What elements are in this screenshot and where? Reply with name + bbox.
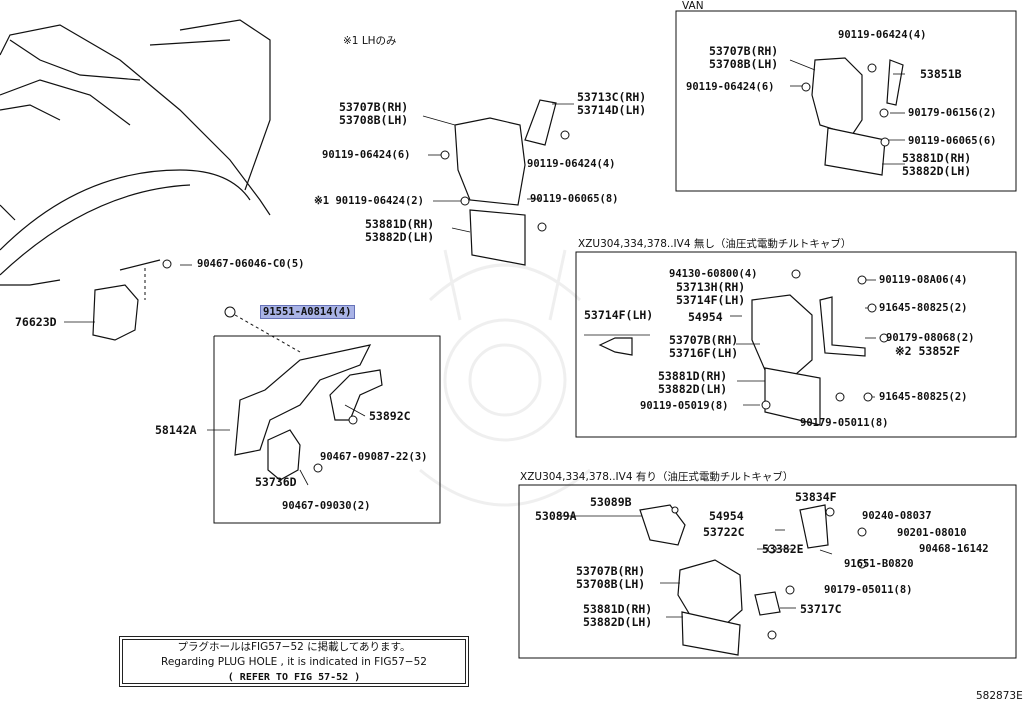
figure-code: 582873E bbox=[976, 690, 1023, 702]
part-label[interactable]: 90119-05019(8) bbox=[640, 400, 729, 412]
bracket-53736d bbox=[267, 429, 301, 481]
bracket-53714f bbox=[598, 337, 633, 356]
part-label[interactable]: 53708B(LH) bbox=[576, 577, 646, 591]
part-label[interactable]: 90179-05011(8) bbox=[800, 417, 889, 429]
mudflap-middle bbox=[469, 209, 526, 266]
notice-line-jp: プラグホールはFIG57−52 に掲載してあります。 bbox=[177, 641, 411, 653]
part-label[interactable]: 53708B(LH) bbox=[339, 113, 409, 127]
part-label[interactable]: 53881D(RH) bbox=[583, 602, 653, 616]
part-label[interactable]: 53707B(RH) bbox=[709, 44, 779, 58]
mudflap-with-tilt bbox=[681, 611, 741, 656]
lh-only-note: ※1 LHのみ bbox=[343, 35, 397, 47]
part-label[interactable]: 53707B(RH) bbox=[576, 564, 646, 578]
fasteners bbox=[162, 63, 890, 640]
part-label[interactable]: 91645-80825(2) bbox=[879, 302, 968, 314]
part-label[interactable]: 91651-B0820 bbox=[844, 558, 914, 570]
section-title-no-tilt: XZU304,334,378..IV4 無し（油圧式電動チルトキャブ） bbox=[578, 238, 852, 250]
mudflap-no-tilt bbox=[764, 367, 821, 426]
part-label[interactable]: 90201-08010 bbox=[897, 527, 967, 539]
part-label[interactable]: 90179-06156(2) bbox=[908, 107, 997, 119]
part-label[interactable]: 53382E bbox=[762, 542, 804, 556]
part-label[interactable]: 53851B bbox=[920, 67, 962, 81]
splash-shield-with-tilt bbox=[677, 559, 743, 626]
mudguard-76623d bbox=[92, 284, 139, 341]
plug-hole-notice: プラグホールはFIG57−52 に掲載してあります。 Regarding PLU… bbox=[119, 636, 469, 687]
part-label[interactable]: 58142A bbox=[155, 423, 197, 437]
mudflap-van bbox=[824, 127, 886, 176]
no-tilt-box bbox=[575, 251, 1017, 438]
part-label[interactable]: 53714F(LH) bbox=[584, 308, 654, 322]
part-label[interactable]: 53882D(LH) bbox=[902, 164, 972, 178]
bolt-91551 bbox=[224, 306, 236, 318]
part-label[interactable]: 53834F bbox=[795, 490, 837, 504]
part-label[interactable]: 53714F(LH) bbox=[676, 293, 746, 307]
part-label[interactable]: 53717C bbox=[800, 602, 842, 616]
with-tilt-box bbox=[518, 484, 1017, 659]
part-label[interactable]: 53892C bbox=[369, 409, 411, 423]
part-label[interactable]: 90179-05011(8) bbox=[824, 584, 913, 596]
splash-shield-middle bbox=[454, 117, 526, 206]
part-label[interactable]: 53089B bbox=[590, 495, 632, 509]
part-label[interactable]: 76623D bbox=[15, 315, 57, 329]
part-label[interactable]: 53882D(LH) bbox=[365, 230, 435, 244]
part-label[interactable]: ※1 90119-06424(2) bbox=[314, 195, 424, 207]
part-label[interactable]: 53881D(RH) bbox=[365, 217, 435, 231]
part-label[interactable]: 90240-08037 bbox=[862, 510, 932, 522]
part-label[interactable]: 53882D(LH) bbox=[658, 382, 728, 396]
part-label[interactable]: 90119-06065(6) bbox=[908, 135, 997, 147]
part-label[interactable]: 90467-09087-22(3) bbox=[320, 451, 428, 463]
part-label[interactable]: 53722C bbox=[703, 525, 745, 539]
part-label[interactable]: 53708B(LH) bbox=[709, 57, 779, 71]
part-label[interactable]: 90119-06065(8) bbox=[530, 193, 619, 205]
part-label[interactable]: 53736D bbox=[255, 475, 297, 489]
part-label[interactable]: 53713H(RH) bbox=[676, 280, 746, 294]
section-title-van: VAN bbox=[682, 0, 704, 12]
part-label[interactable]: 54954 bbox=[688, 310, 723, 324]
van-box bbox=[675, 10, 1017, 192]
bracket-53834f bbox=[799, 504, 829, 549]
part-label[interactable]: 53716F(LH) bbox=[669, 346, 739, 360]
bracket-58142a bbox=[234, 344, 372, 456]
part-label[interactable]: 90119-08A06(4) bbox=[879, 274, 968, 286]
part-label[interactable]: 53713C(RH) bbox=[577, 90, 647, 104]
notice-line-en: Regarding PLUG HOLE , it is indicated in… bbox=[161, 656, 427, 668]
bracket-53717c bbox=[754, 591, 781, 616]
stay-middle bbox=[524, 99, 557, 146]
part-label[interactable]: 90467-09030(2) bbox=[282, 500, 371, 512]
part-label[interactable]: 53707B(RH) bbox=[669, 333, 739, 347]
part-label[interactable]: 90119-06424(6) bbox=[686, 81, 775, 93]
part-label[interactable]: 91645-80825(2) bbox=[879, 391, 968, 403]
splash-shield-van bbox=[811, 57, 863, 136]
part-label[interactable]: 53714D(LH) bbox=[577, 103, 647, 117]
part-label[interactable]: 90119-06424(6) bbox=[322, 149, 411, 161]
stay-no-tilt bbox=[819, 296, 866, 357]
stay-van bbox=[886, 59, 904, 106]
part-label[interactable]: 90179-08068(2) bbox=[886, 332, 975, 344]
notice-reference: ( REFER TO FIG 57-52 ) bbox=[227, 672, 361, 683]
bracket-53892c bbox=[329, 369, 383, 421]
part-label[interactable]: 53881D(RH) bbox=[658, 369, 728, 383]
part-label[interactable]: ※2 53852F bbox=[895, 344, 961, 358]
part-label[interactable]: 53882D(LH) bbox=[583, 615, 653, 629]
sub-assembly-box bbox=[213, 335, 441, 524]
part-label[interactable]: 90467-06046-C0(5) bbox=[197, 258, 305, 270]
bracket-53089 bbox=[639, 504, 686, 546]
part-label[interactable]: 90119-06424(4) bbox=[838, 29, 927, 41]
part-label-highlighted[interactable]: 91551-A0814(4) bbox=[260, 305, 355, 319]
part-label[interactable]: 53881D(RH) bbox=[902, 151, 972, 165]
splash-shield-no-tilt bbox=[751, 294, 813, 376]
part-label[interactable]: 53707B(RH) bbox=[339, 100, 409, 114]
part-label[interactable]: 94130-60800(4) bbox=[669, 268, 758, 280]
cab-outline bbox=[0, 19, 271, 286]
part-label[interactable]: 54954 bbox=[709, 509, 744, 523]
section-title-with-tilt: XZU304,334,378..IV4 有り（油圧式電動チルトキャブ） bbox=[520, 471, 794, 483]
leader-lines bbox=[64, 59, 905, 618]
part-label[interactable]: 90468-16142 bbox=[919, 543, 989, 555]
part-label[interactable]: 90119-06424(4) bbox=[527, 158, 616, 170]
part-label[interactable]: 53089A bbox=[535, 509, 577, 523]
watermark-emblem bbox=[419, 249, 591, 507]
